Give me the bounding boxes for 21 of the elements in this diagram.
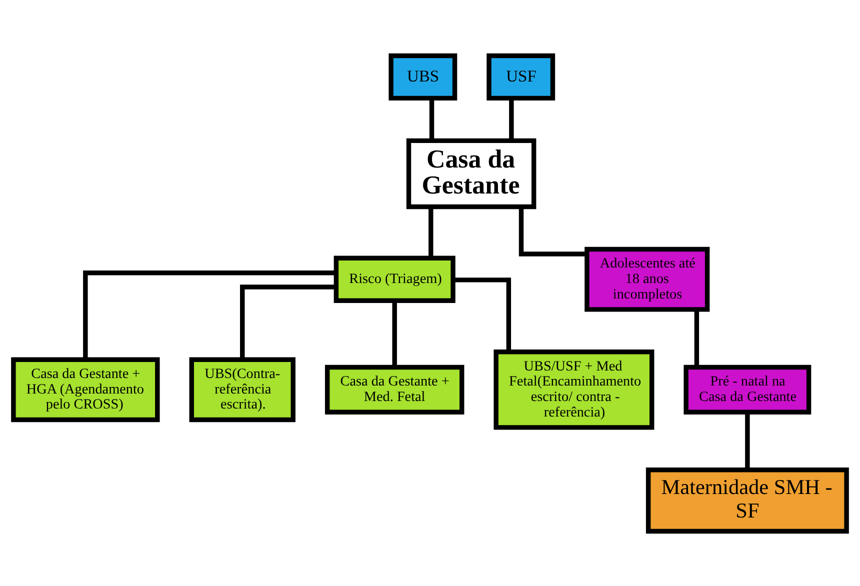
node-box: Casa da Gestante + HGA (Agendamento pelo CROSS) [11, 356, 160, 422]
connector [392, 300, 397, 366]
connector [745, 412, 750, 470]
node-box: UBS [388, 52, 458, 100]
connector [240, 284, 336, 359]
connector [518, 206, 587, 256]
node-box: Risco (Triagem) [334, 255, 456, 302]
node-box: Casa da Gestante + Med. Fetal [324, 364, 464, 414]
node-box: USF [486, 52, 556, 100]
node-box: UBS/USF + Med Fetal(Encaminhamento escrito/ contra - referência) [494, 349, 654, 430]
node-box: Pré - natal na Casa da Gestante [684, 364, 812, 414]
node-box: Maternidade SMH - SF [646, 467, 849, 534]
connector [428, 206, 434, 258]
node-box: UBS(Contra- referência escrita). [189, 356, 296, 422]
node-box: Adolescentes até 18 anos incompletos [584, 246, 710, 312]
node-box: Casa da Gestante [406, 138, 536, 209]
connector [453, 277, 512, 352]
connector [694, 309, 700, 366]
connector [83, 270, 336, 359]
connector [509, 98, 514, 140]
connector [429, 98, 434, 140]
